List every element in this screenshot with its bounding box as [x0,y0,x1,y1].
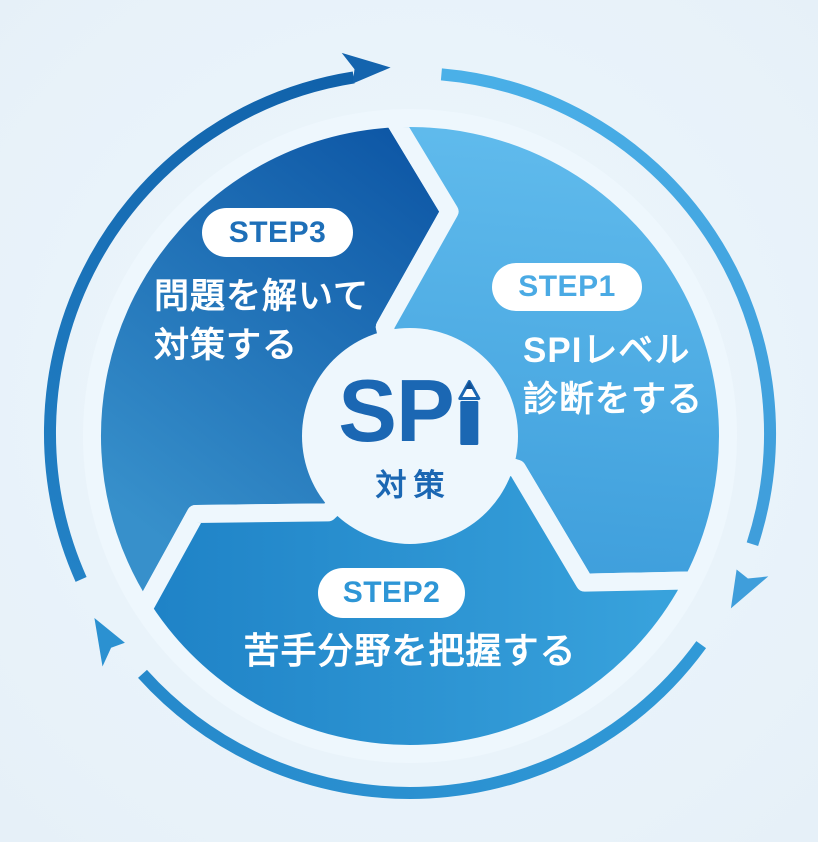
step2-description: 苦手分野を把握する [243,626,576,675]
center-logo: SP 対策 [338,367,481,505]
step3-badge: STEP3 [202,208,353,257]
step1-line1: SPIレベル [523,331,691,370]
step2-badge-label: STEP2 [342,576,441,609]
segment-step1 [375,108,737,592]
outer-arc-top-right [440,68,776,547]
step1-badge-label: STEP1 [518,270,616,303]
step3-line2: 対策する [154,326,299,365]
center-circle [302,328,518,544]
step2-line1: 苦手分野を把握する [243,630,577,671]
step1-description: SPIレベル 診断をする [523,326,703,424]
pencil-icon [458,380,481,445]
step3-badge-label: STEP3 [228,215,327,249]
outer-arc-left [44,71,355,582]
arrowhead-bottom-left-icon [94,618,125,667]
outer-arc-bottom [138,641,707,799]
brand-subtitle: 対策 [375,468,452,503]
step3-line1: 問題を解いて [154,277,369,316]
brand-row: SP [338,367,481,455]
segment-step3 [83,109,459,619]
step1-line2: 診断をする [523,380,704,419]
step1-badge: STEP1 [492,263,642,311]
arrowhead-right-icon [730,569,769,609]
brand-text: SP [338,361,454,460]
step2-badge: STEP2 [318,568,465,618]
arrowhead-top-icon [341,52,391,84]
step3-description: 問題を解いて 対策する [154,272,369,370]
